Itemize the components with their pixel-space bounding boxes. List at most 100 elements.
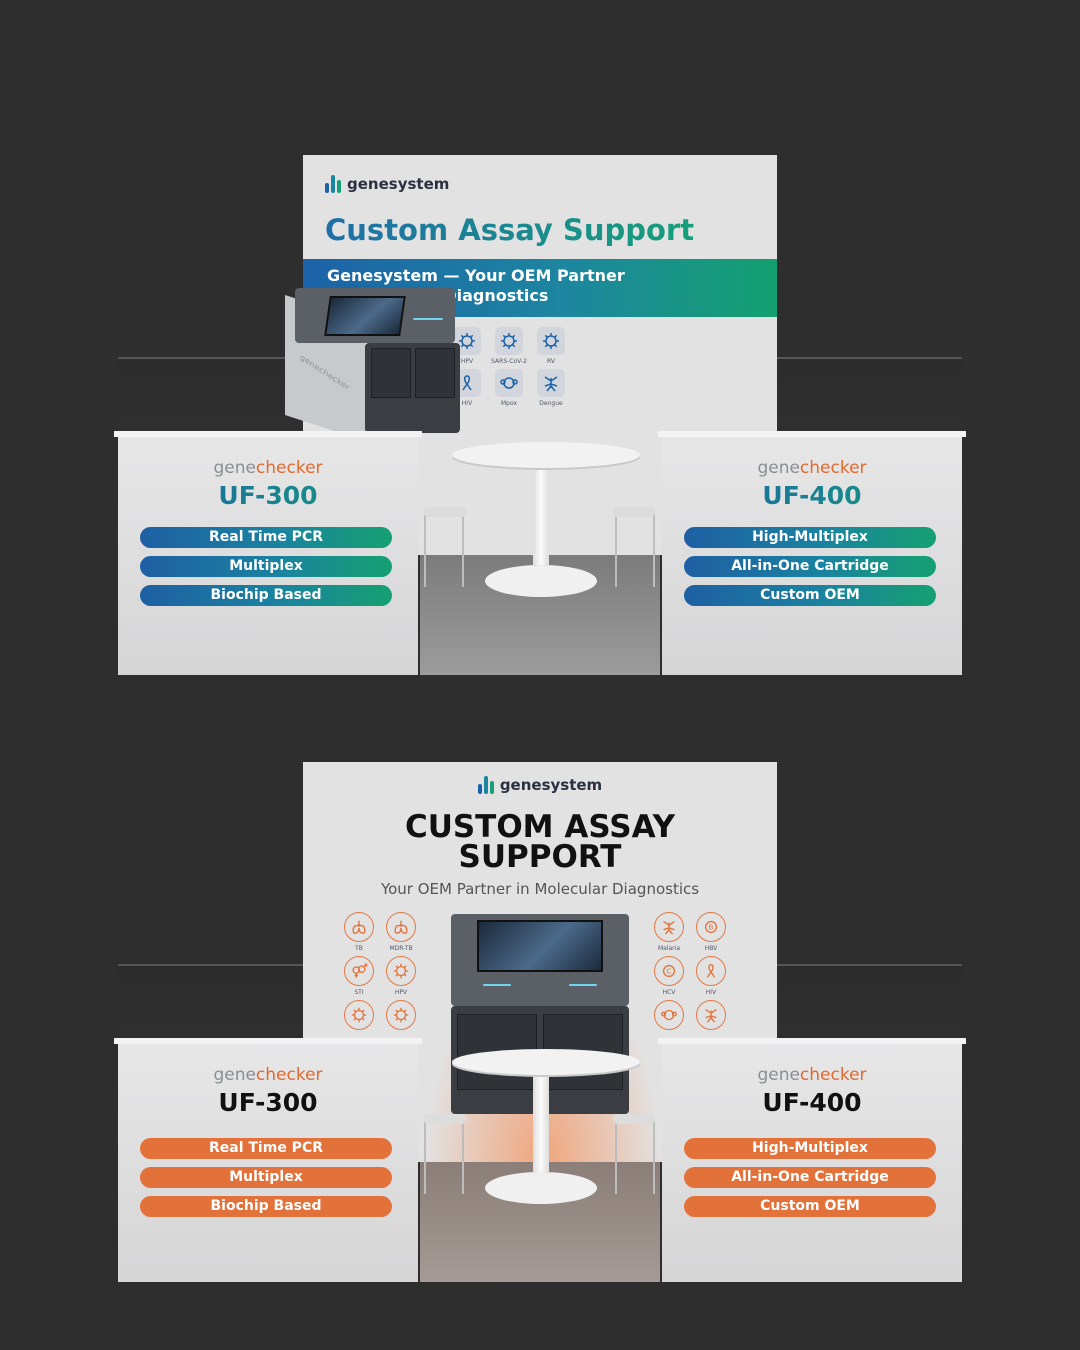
feature-pill: Biochip Based [140,1196,392,1217]
feature-pill: High-Multiplex [684,1138,936,1159]
lungs-icon [386,912,416,942]
wall-title: Custom Assay Support [325,213,695,247]
disease-icon-item [653,1000,685,1033]
counter-uf-300: genechecker UF-300 Real Time PCR Multipl… [114,431,422,675]
ribbon-icon [696,956,726,986]
disease-label: Mpox [500,400,518,407]
disease-label: HCV [662,989,676,996]
instrument-screen [324,296,406,336]
disease-icon-item: B HBV [695,912,727,952]
lungs-icon [344,912,374,942]
counter-uf-400: genechecker UF-400 High-Multiplex All-in… [658,1038,966,1282]
brand-name: genesystem [347,175,450,193]
disease-icon-item: Mpox [493,369,525,407]
model-name: UF-400 [762,1088,862,1117]
disease-icon-item: RV [535,327,567,365]
genechecker-logo: genechecker [213,458,323,478]
disease-icon-item: STI [343,956,375,996]
booth-design-teal: genesystem Custom Assay Support Genesyst… [0,155,1080,685]
counter-uf-300: genechecker UF-300 Real Time PCR Multipl… [114,1038,422,1282]
genesystem-logo: genesystem [303,776,777,794]
monkey-icon [654,1000,684,1030]
disease-icon-item: MDR-TB [385,912,417,952]
svg-text:B: B [709,923,714,932]
chair-right [615,1114,655,1194]
genesystem-logo-icon [477,776,494,794]
brand-name: genesystem [499,776,603,794]
disease-icon-item: HPV [385,956,417,996]
genesystem-logo-icon [325,175,341,193]
counter-uf-400: genechecker UF-400 High-Multiplex All-in… [658,431,966,675]
table-base [485,1172,597,1204]
disease-icon-item [695,1000,727,1033]
disease-label: TB [355,945,363,952]
instrument-drawer-left [371,348,411,398]
gender-icon [344,956,374,986]
disease-label: Dengue [539,400,563,407]
feature-pill: Multiplex [140,556,392,577]
virus-icon [386,956,416,986]
wall-subtitle: Your OEM Partner in Molecular Diagnostic… [380,880,700,898]
chair-left [424,1114,464,1194]
table-top [452,1049,640,1075]
svg-text:C: C [666,967,671,976]
wall-title: CUSTOM ASSAY SUPPORT [404,809,676,875]
status-light [569,984,597,986]
feature-pill: Biochip Based [140,585,392,606]
status-light [483,984,511,986]
disease-icon-item: TB [343,912,375,952]
disease-label: HIV [705,989,717,996]
disease-icon-item: C HCV [653,956,685,996]
instrument-side-label: genechecker [298,352,351,393]
disease-icon-grid-left: TB MDR-TB STI HPV [343,912,417,1033]
feature-pill: All-in-One Cartridge [684,556,936,577]
disease-label: SARS-CoV-2 [491,358,527,365]
chair-seat-left [424,507,466,517]
disease-label: RV [547,358,555,365]
disease-label: HPV [460,358,474,365]
disease-label: MDR-TB [389,945,413,952]
mosquito-icon [696,1000,726,1030]
feature-pill: High-Multiplex [684,527,936,548]
disease-label: HBV [704,945,718,952]
feature-pill: Custom OEM [684,585,936,606]
table-stem [533,455,549,565]
virus-icon [495,327,523,355]
booth-design-orange: genesystem CUSTOM ASSAY SUPPORT Your OEM… [0,762,1080,1292]
b-virus-icon: B [696,912,726,942]
feature-pill: Real Time PCR [140,1138,392,1159]
feature-pill: All-in-One Cartridge [684,1167,936,1188]
model-name: UF-300 [118,481,418,510]
instrument-drawer-right [415,348,455,398]
disease-icon-item [385,1000,417,1033]
virus-icon [386,1000,416,1030]
chair-right [615,507,655,587]
genechecker-logo: genechecker [213,1065,323,1085]
chair-seat-right [613,507,655,517]
chair-seat-right [613,1114,655,1124]
c-virus-icon: C [654,956,684,986]
disease-icon-item: Dengue [535,369,567,407]
disease-label: HIV [461,400,473,407]
table-top [452,442,640,468]
feature-pill: Multiplex [140,1167,392,1188]
genechecker-logo: genechecker [757,458,867,478]
feature-pill: Custom OEM [684,1196,936,1217]
mosquito-icon [654,912,684,942]
status-light [413,318,443,320]
disease-icon-item [343,1000,375,1033]
table-stem [533,1062,549,1172]
genechecker-logo: genechecker [757,1065,867,1085]
disease-label: HPV [394,989,408,996]
banner-line-1: Genesystem — Your OEM Partner [327,266,625,285]
disease-icon-item: Malaria [653,912,685,952]
genechecker-instrument: genechecker [285,288,460,441]
mosquito-icon [537,369,565,397]
model-name: UF-400 [662,481,962,510]
instrument-screen [477,920,603,972]
chair-left [424,507,464,587]
disease-icon-item [577,327,609,365]
genesystem-logo: genesystem [325,175,449,193]
disease-icon-item: SARS-CoV-2 [491,327,527,365]
virus-icon [344,1000,374,1030]
